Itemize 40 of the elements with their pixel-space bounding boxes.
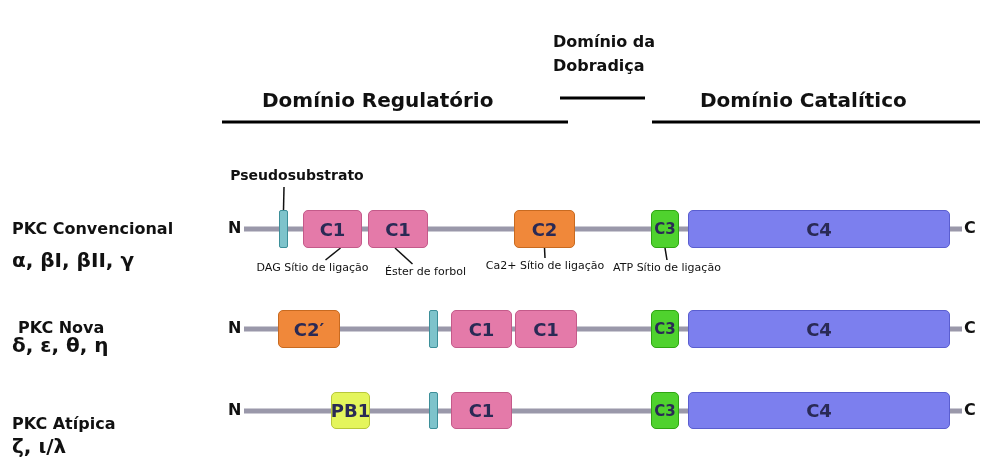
motif-bar <box>429 392 438 429</box>
isoform-list: ζ, ι/λ <box>12 434 67 458</box>
row-label: PKC Atípica <box>12 414 116 433</box>
domain-box: C4 <box>688 210 950 248</box>
domain-box: C1 <box>515 310 577 348</box>
row-label: PKC Convencional <box>12 219 174 238</box>
annotation-label: Éster de forbol <box>378 264 473 282</box>
section-heading: Domínio da Dobradiça <box>553 31 657 77</box>
domain-box: C2′ <box>278 310 340 348</box>
terminus-label: C <box>964 218 976 237</box>
domain-box: PB1 <box>331 392 370 429</box>
section-heading: Domínio Catalítico <box>700 88 907 112</box>
domain-box: C1 <box>368 210 428 248</box>
terminus-label: C <box>964 318 976 337</box>
domain-box: C1 <box>303 210 362 248</box>
annotation-label: Ca2+ Sítio de ligação <box>480 258 610 290</box>
terminus-label: N <box>228 218 242 237</box>
domain-box: C1 <box>451 392 512 429</box>
leader-line <box>543 247 546 259</box>
domain-box: C1 <box>451 310 512 348</box>
terminus-label: C <box>964 400 976 419</box>
motif-bar <box>429 310 438 348</box>
motif-bar <box>279 210 288 248</box>
leader-line <box>324 247 342 261</box>
domain-box: C4 <box>688 310 950 348</box>
domain-box: C3 <box>651 210 679 248</box>
leader-line <box>282 186 285 211</box>
terminus-label: N <box>228 318 242 337</box>
annotation-label: ATP Sítio de ligação <box>612 260 722 292</box>
domain-box: C2 <box>514 210 575 248</box>
leader-line <box>664 247 668 261</box>
annotation-label: DAG Sítio de ligação <box>250 260 375 292</box>
leader-line <box>394 247 414 265</box>
domain-box: C3 <box>651 392 679 429</box>
domain-box: C4 <box>688 392 950 429</box>
isoform-list: α, βI, βII, γ <box>12 248 134 272</box>
terminus-label: N <box>228 400 242 419</box>
annotation-label: Pseudosubstrato <box>222 165 372 187</box>
section-heading: Domínio Regulatório <box>262 88 494 112</box>
domain-box: C3 <box>651 310 679 348</box>
